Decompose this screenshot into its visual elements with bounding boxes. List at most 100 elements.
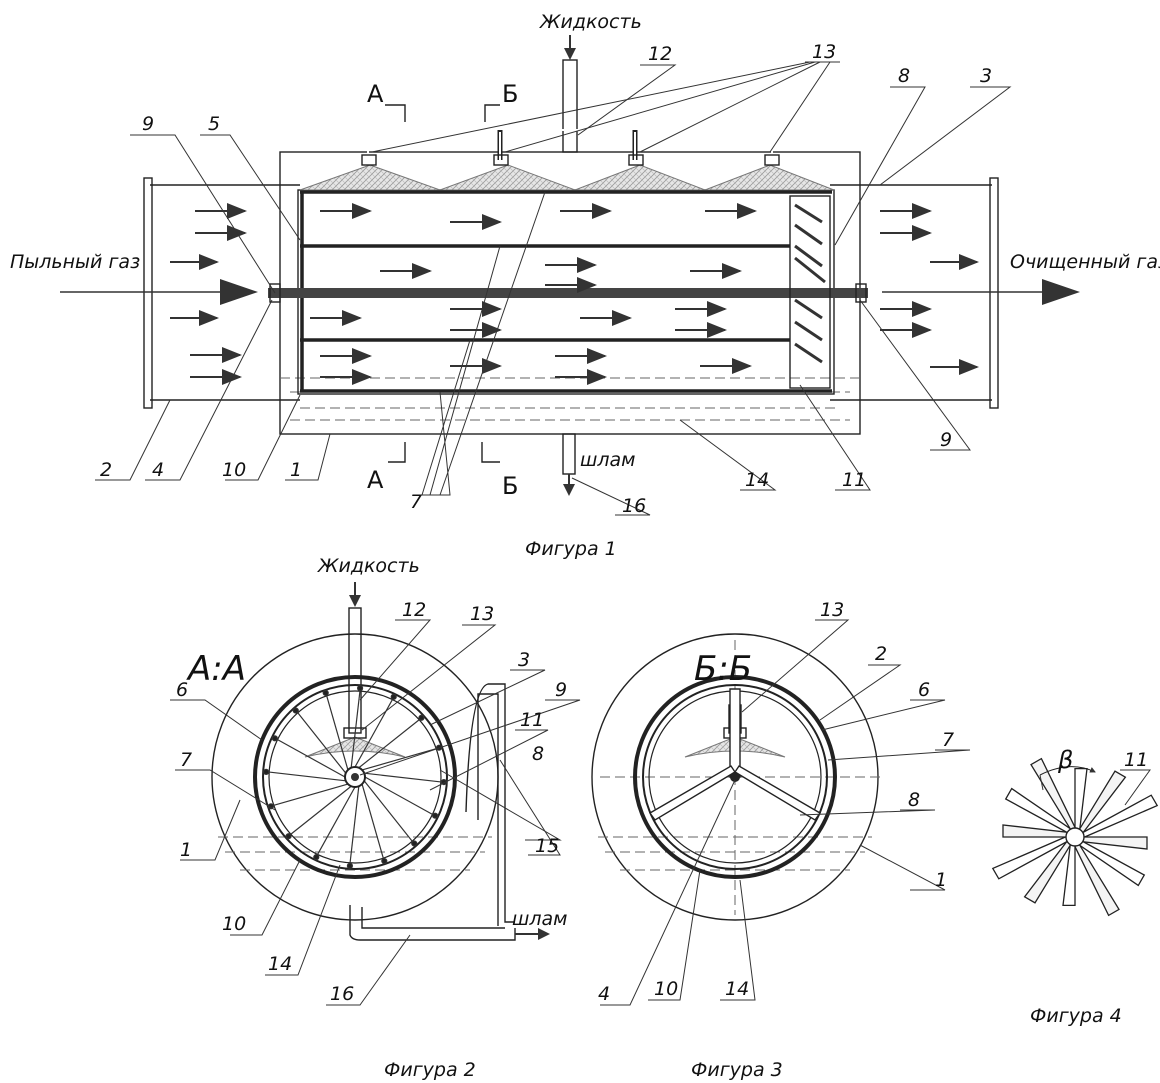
callout: 7	[942, 729, 954, 751]
callout: 14	[725, 978, 749, 1000]
callout: 13	[820, 599, 844, 621]
callout: 9	[940, 429, 952, 451]
callout: 3	[980, 65, 992, 87]
fig1-caption: Фигура 1	[525, 538, 617, 560]
drum-ring-outer	[633, 675, 837, 879]
spoke-anchor	[390, 693, 397, 700]
impeller-spoke	[364, 776, 433, 815]
callout: 6	[176, 679, 188, 701]
callout: 16	[622, 495, 646, 517]
fig3-title: Б:Б	[694, 649, 752, 689]
fig1-outlet-label: Очищенный газ	[1010, 251, 1160, 273]
fig3-callouts: 13 2 6 7 8 1 4 10 14	[598, 599, 954, 1005]
impeller-spoke	[361, 748, 437, 771]
fig1-callouts: 9 5 12 13 8 3 9 2 4 10 1 7 16 14 11	[100, 41, 992, 517]
callout: 13	[812, 41, 836, 63]
callout: 10	[222, 913, 246, 935]
impeller-spoke	[350, 691, 361, 768]
section-a-bottom: А	[367, 466, 384, 494]
impeller-spoke	[358, 719, 420, 769]
liquid-pipe-1	[562, 59, 578, 153]
figure-3	[591, 619, 971, 1006]
impeller-side-view	[789, 195, 831, 389]
callout: 1	[935, 869, 947, 891]
spoke-anchor	[411, 840, 418, 847]
section-b-top: Б	[502, 80, 518, 108]
impeller-spoke	[317, 786, 356, 855]
callout: 9	[142, 113, 154, 135]
fig2-sludge-label: шлам	[512, 908, 568, 930]
callout: 13	[470, 603, 494, 625]
callout: 11	[520, 709, 544, 731]
spoke-anchor	[432, 812, 439, 819]
fig2-title: А:А	[186, 649, 246, 689]
callout: 9	[555, 679, 567, 701]
spoke-anchor	[271, 735, 278, 742]
callout: 12	[648, 43, 672, 65]
spoke-anchor	[285, 833, 292, 840]
inlet-flange	[143, 177, 153, 409]
fig2-liquid-label: Жидкость	[317, 555, 420, 577]
spoke-anchor	[381, 857, 388, 865]
section-b-bottom: Б	[502, 472, 518, 500]
callout: 5	[208, 113, 220, 135]
callout: 14	[745, 469, 769, 491]
fig1-inlet-label: Пыльный газ	[10, 251, 140, 273]
callout: 12	[402, 599, 426, 621]
callout: 4	[152, 459, 164, 481]
spoke-anchor	[346, 862, 354, 869]
impeller-front-view	[263, 685, 447, 869]
fig2-callouts: 12 13 3 9 11 8 6 7 1 10 14 16 15	[176, 599, 567, 1005]
callout: 8	[898, 65, 910, 87]
fig3-caption: Фигура 3	[691, 1059, 783, 1081]
impeller-spoke	[273, 783, 349, 806]
callout: 7	[410, 491, 422, 513]
callout: 2	[875, 643, 887, 665]
callout: 1	[290, 459, 302, 481]
impeller-spoke	[363, 780, 413, 842]
callout: 15	[535, 835, 559, 857]
three-arm-spider	[648, 688, 822, 821]
angle-beta-label: β	[1057, 746, 1073, 774]
impeller-spoke	[326, 695, 349, 771]
callout: 10	[654, 978, 678, 1000]
fig4-caption: Фигура 4	[1030, 1005, 1122, 1027]
callout: 7	[180, 749, 192, 771]
callout: 16	[330, 983, 354, 1005]
figure-1	[60, 35, 1080, 516]
impeller-spoke	[290, 785, 352, 835]
shaft-1	[268, 288, 868, 298]
callout: 8	[532, 743, 544, 765]
callout: 10	[222, 459, 246, 481]
spoke-anchor	[322, 689, 329, 697]
callout: 11	[842, 469, 866, 491]
callout: 4	[598, 983, 610, 1005]
figure-2	[170, 582, 581, 1006]
callout: 1	[180, 839, 192, 861]
spoke-anchor	[263, 768, 270, 776]
fig1-sludge-label: шлам	[580, 449, 636, 471]
callout: 2	[100, 459, 112, 481]
fig2-caption: Фигура 2	[384, 1059, 476, 1081]
impeller-spoke	[361, 783, 384, 859]
fig1-liquid-label: Жидкость	[539, 11, 642, 33]
spoke-anchor	[292, 707, 299, 714]
spoke-anchor	[418, 714, 425, 721]
impeller-spoke	[277, 739, 346, 778]
callout: 14	[268, 953, 292, 975]
figure-4	[991, 757, 1159, 917]
callout: 6	[918, 679, 930, 701]
section-a-top: А	[367, 80, 384, 108]
callout: 8	[908, 789, 920, 811]
impeller-spoke	[269, 771, 346, 782]
impeller-spoke	[364, 772, 441, 783]
callout: 11	[1124, 749, 1148, 771]
impeller-spoke	[349, 786, 360, 863]
callout: 3	[518, 649, 530, 671]
impeller-spoke	[297, 712, 347, 774]
spoke-anchor	[313, 854, 320, 861]
spray-cones	[299, 164, 835, 191]
outlet-flange	[989, 177, 999, 409]
spoke-anchor	[356, 685, 364, 692]
